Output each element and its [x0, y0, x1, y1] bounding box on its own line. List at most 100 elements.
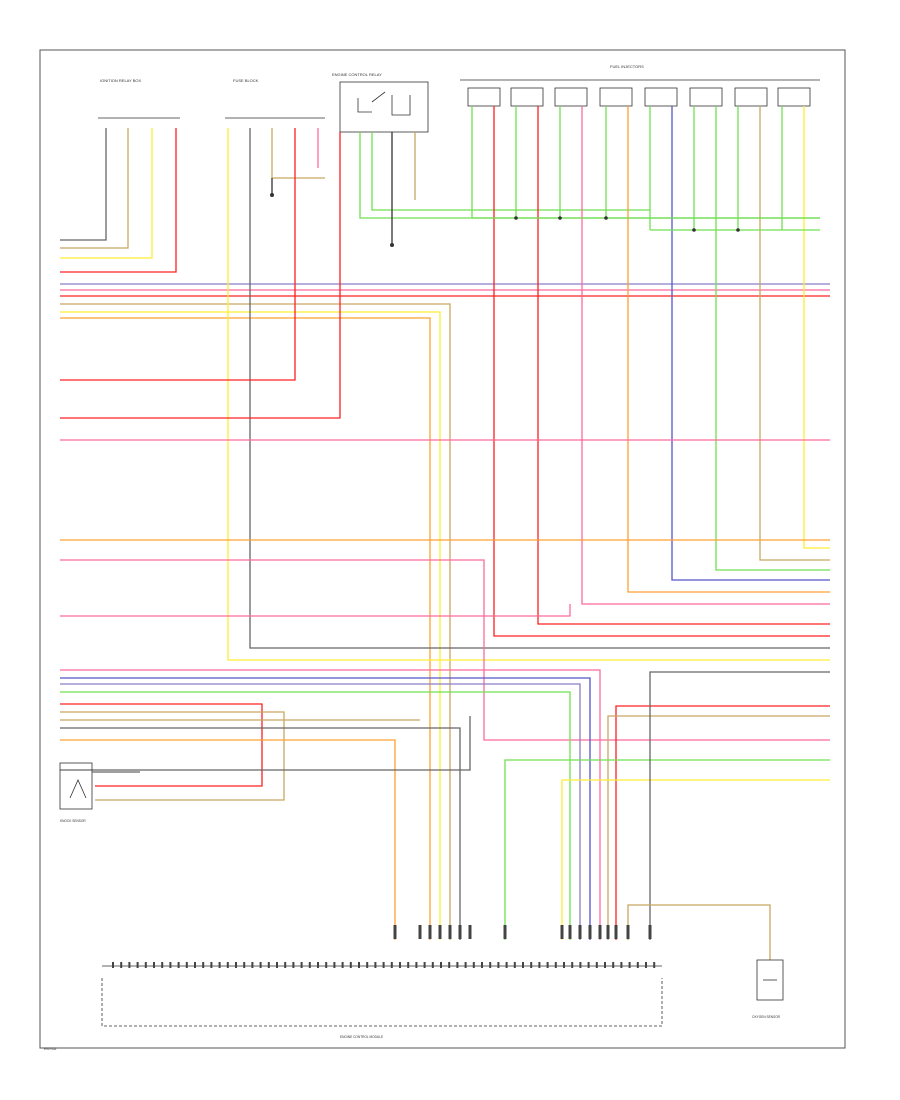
connector-pin-icon [481, 962, 483, 968]
connector-pin-icon [530, 962, 533, 968]
signal-wires [60, 439, 830, 741]
connector-pin-icon [235, 962, 237, 968]
connector-pin-icon [226, 962, 229, 968]
connector-pin-icon [636, 962, 639, 968]
connector-pin-icon [456, 962, 459, 968]
injector-2 [510, 87, 544, 107]
main-buses [60, 283, 830, 940]
engine-relay-label: ENGINE CONTROL RELAY [332, 72, 382, 77]
connector-pin-icon [194, 962, 196, 968]
connector-pin-icon [448, 962, 451, 968]
connector-pin-icon [614, 925, 618, 939]
connector-pin-icon [120, 962, 123, 968]
connector-pin-icon [522, 962, 524, 968]
lower-bundle [60, 669, 601, 940]
connector-pin-icon [604, 962, 606, 968]
connector-pin-icon [415, 962, 418, 968]
ecm-label: ENGINE CONTROL MODULE [340, 1035, 383, 1039]
right-lower-wires [504, 671, 830, 960]
connector-pin-icon [292, 962, 295, 968]
connector-pin-icon [382, 962, 385, 968]
connector-pin-icon [595, 962, 598, 968]
injectors-label: FUEL INJECTORS [610, 64, 644, 69]
connector-pin-icon [333, 962, 336, 968]
connector-pin-icon [579, 962, 582, 968]
connector-pin-icon [448, 925, 452, 939]
injector-5 [644, 87, 678, 107]
knock-sensor-label: KNOCK SENSOR [60, 819, 86, 823]
connector-pin-icon [438, 925, 442, 939]
connector-pin-icon [177, 962, 180, 968]
connector-pin-icon [538, 962, 541, 968]
ignition-relay-box: IGNITION RELAY BOX [98, 78, 180, 119]
engine-control-relay: ENGINE CONTROL RELAY [332, 72, 429, 133]
connector-pin-icon [598, 925, 602, 939]
connector-pin-icon [554, 962, 557, 968]
connector-pin-icon [161, 962, 164, 968]
connector-pin-icon [428, 925, 432, 939]
diagram-border [39, 49, 846, 1049]
connector-pin-icon [325, 962, 328, 968]
connector-pin-icon [341, 962, 344, 968]
connector-pin-icon [468, 925, 472, 939]
fuel-injectors: FUEL INJECTORS [460, 64, 820, 107]
ecm-pin-row [112, 925, 656, 968]
connector-pin-icon [612, 962, 615, 968]
oxygen-sensor: OXYGEN SENSOR [752, 959, 784, 1019]
connector-pin-icon [390, 962, 393, 968]
connector-pin-icon [243, 962, 246, 968]
connector-pin-icon [153, 962, 155, 968]
connector-pin-icon [308, 962, 311, 968]
injector-7 [734, 87, 768, 107]
injector-4 [599, 87, 633, 107]
connector-pin-icon [218, 962, 221, 968]
connector-pin-icon [503, 925, 507, 939]
injector-6 [689, 87, 723, 107]
connector-pin-icon [568, 925, 572, 939]
connector-pin-icon [418, 925, 422, 939]
connector-pin-icon [300, 962, 303, 968]
connector-pin-icon [464, 962, 467, 968]
connector-pin-icon [267, 962, 270, 968]
connector-pin-icon [128, 962, 131, 968]
fuse-block-wires [60, 128, 830, 661]
connector-pin-icon [169, 962, 172, 968]
connector-pin-icon [513, 962, 516, 968]
connector-pin-icon [458, 925, 462, 939]
connector-pin-icon [112, 962, 114, 968]
connector-pin-icon [489, 962, 492, 968]
connector-pin-icon [276, 962, 278, 968]
ignition-relay-label: IGNITION RELAY BOX [100, 78, 142, 83]
connector-pin-icon [202, 962, 205, 968]
connector-pin-icon [144, 962, 147, 968]
connector-pin-icon [284, 962, 287, 968]
connector-pin-icon [317, 962, 319, 968]
connector-pin-icon [366, 962, 369, 968]
connector-pin-icon [349, 962, 352, 968]
connector-pin-icon [497, 962, 500, 968]
connector-pin-icon [136, 962, 139, 968]
connector-pin-icon [423, 962, 426, 968]
connector-pin-icon [251, 962, 254, 968]
connector-pin-icon [546, 962, 549, 968]
connector-pin-icon [626, 925, 630, 939]
connector-pin-icon [578, 925, 582, 939]
knock-sensor: KNOCK SENSOR [59, 762, 140, 823]
page-ref: E90 N52 [44, 1047, 57, 1051]
connector-pin-icon [210, 962, 213, 968]
connector-pin-icon [472, 962, 475, 968]
injector-wires [471, 106, 830, 637]
connector-pin-icon [393, 925, 397, 939]
oxygen-sensor-label: OXYGEN SENSOR [752, 1015, 781, 1019]
connector-pin-icon [374, 962, 377, 968]
connector-pin-icon [431, 962, 434, 968]
connector-pin-icon [563, 962, 565, 968]
injector-1 [467, 87, 501, 107]
connector-pin-icon [407, 962, 410, 968]
connector-pin-icon [399, 962, 401, 968]
connector-pin-icon [185, 962, 188, 968]
connector-pin-icon [571, 962, 574, 968]
injector-3 [554, 87, 588, 107]
connector-pin-icon [259, 962, 262, 968]
